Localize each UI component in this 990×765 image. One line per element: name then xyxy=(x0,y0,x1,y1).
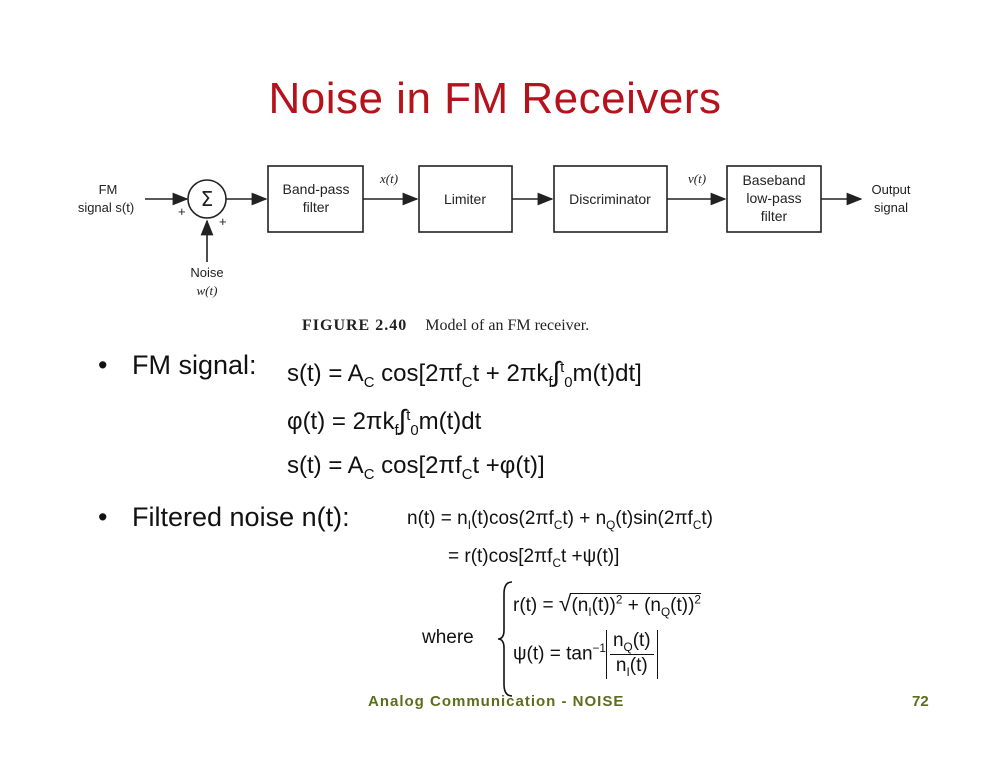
equation-phase: φ(t) = 2πkf∫t0m(t)dt xyxy=(287,404,482,439)
input-label-fm: FM xyxy=(99,182,118,197)
equation-noise-quadrature: n(t) = nI(t)cos(2πfCt) + nQ(t)sin(2πfCt) xyxy=(407,508,713,532)
output-label-1: Output xyxy=(871,182,910,197)
equation-noise-envelope: = r(t)cos[2πfCt +ψ(t)] xyxy=(448,546,620,570)
figure-number: FIGURE 2.40 xyxy=(302,317,408,334)
noise-label: Noise xyxy=(190,265,223,280)
discriminator-label: Discriminator xyxy=(569,191,651,207)
input-label-signal: signal s(t) xyxy=(78,200,134,215)
lpf-label-3: filter xyxy=(761,208,788,224)
figure-caption: FIGURE 2.40 Model of an FM receiver. xyxy=(302,317,589,335)
limiter-label: Limiter xyxy=(444,191,486,207)
sigma-symbol: Σ xyxy=(201,187,214,211)
signal-v-label: v(t) xyxy=(688,171,706,186)
equation-envelope-r: r(t) = √(nI(t))2 + (nQ(t))2 xyxy=(513,590,701,619)
bpf-label-1: Band-pass xyxy=(283,181,350,197)
plus-sign-bottom: + xyxy=(219,214,227,229)
equation-fm-signal-phase: s(t) = AC cos[2πfCt +φ(t)] xyxy=(287,452,545,483)
bullet-filtered-noise-label: Filtered noise n(t): xyxy=(132,502,350,532)
lpf-label-1: Baseband xyxy=(742,172,805,188)
where-label: where xyxy=(422,627,474,648)
page-number: 72 xyxy=(912,693,929,710)
signal-x-label: x(t) xyxy=(379,171,398,186)
bullet-filtered-noise: •Filtered noise n(t): xyxy=(98,502,350,532)
plus-sign-left: + xyxy=(178,204,186,219)
left-brace xyxy=(497,581,513,697)
slide-title: Noise in FM Receivers xyxy=(268,74,722,123)
bullet-fm-signal: •FM signal: xyxy=(98,350,257,380)
bpf-label-2: filter xyxy=(303,199,330,215)
bullet-fm-signal-label: FM signal: xyxy=(132,350,257,380)
lpf-label-2: low-pass xyxy=(746,190,801,206)
footer-course-title: Analog Communication - NOISE xyxy=(368,693,625,710)
fm-receiver-block-diagram: FM signal s(t) + Σ + Noise w(t) Band-pas… xyxy=(78,165,911,298)
noise-symbol: w(t) xyxy=(197,283,218,298)
output-label-2: signal xyxy=(874,200,908,215)
equation-fm-signal: s(t) = AC cos[2πfCt + 2πkf∫t0m(t)dt] xyxy=(287,356,642,391)
figure-caption-text: Model of an FM receiver. xyxy=(425,317,590,334)
